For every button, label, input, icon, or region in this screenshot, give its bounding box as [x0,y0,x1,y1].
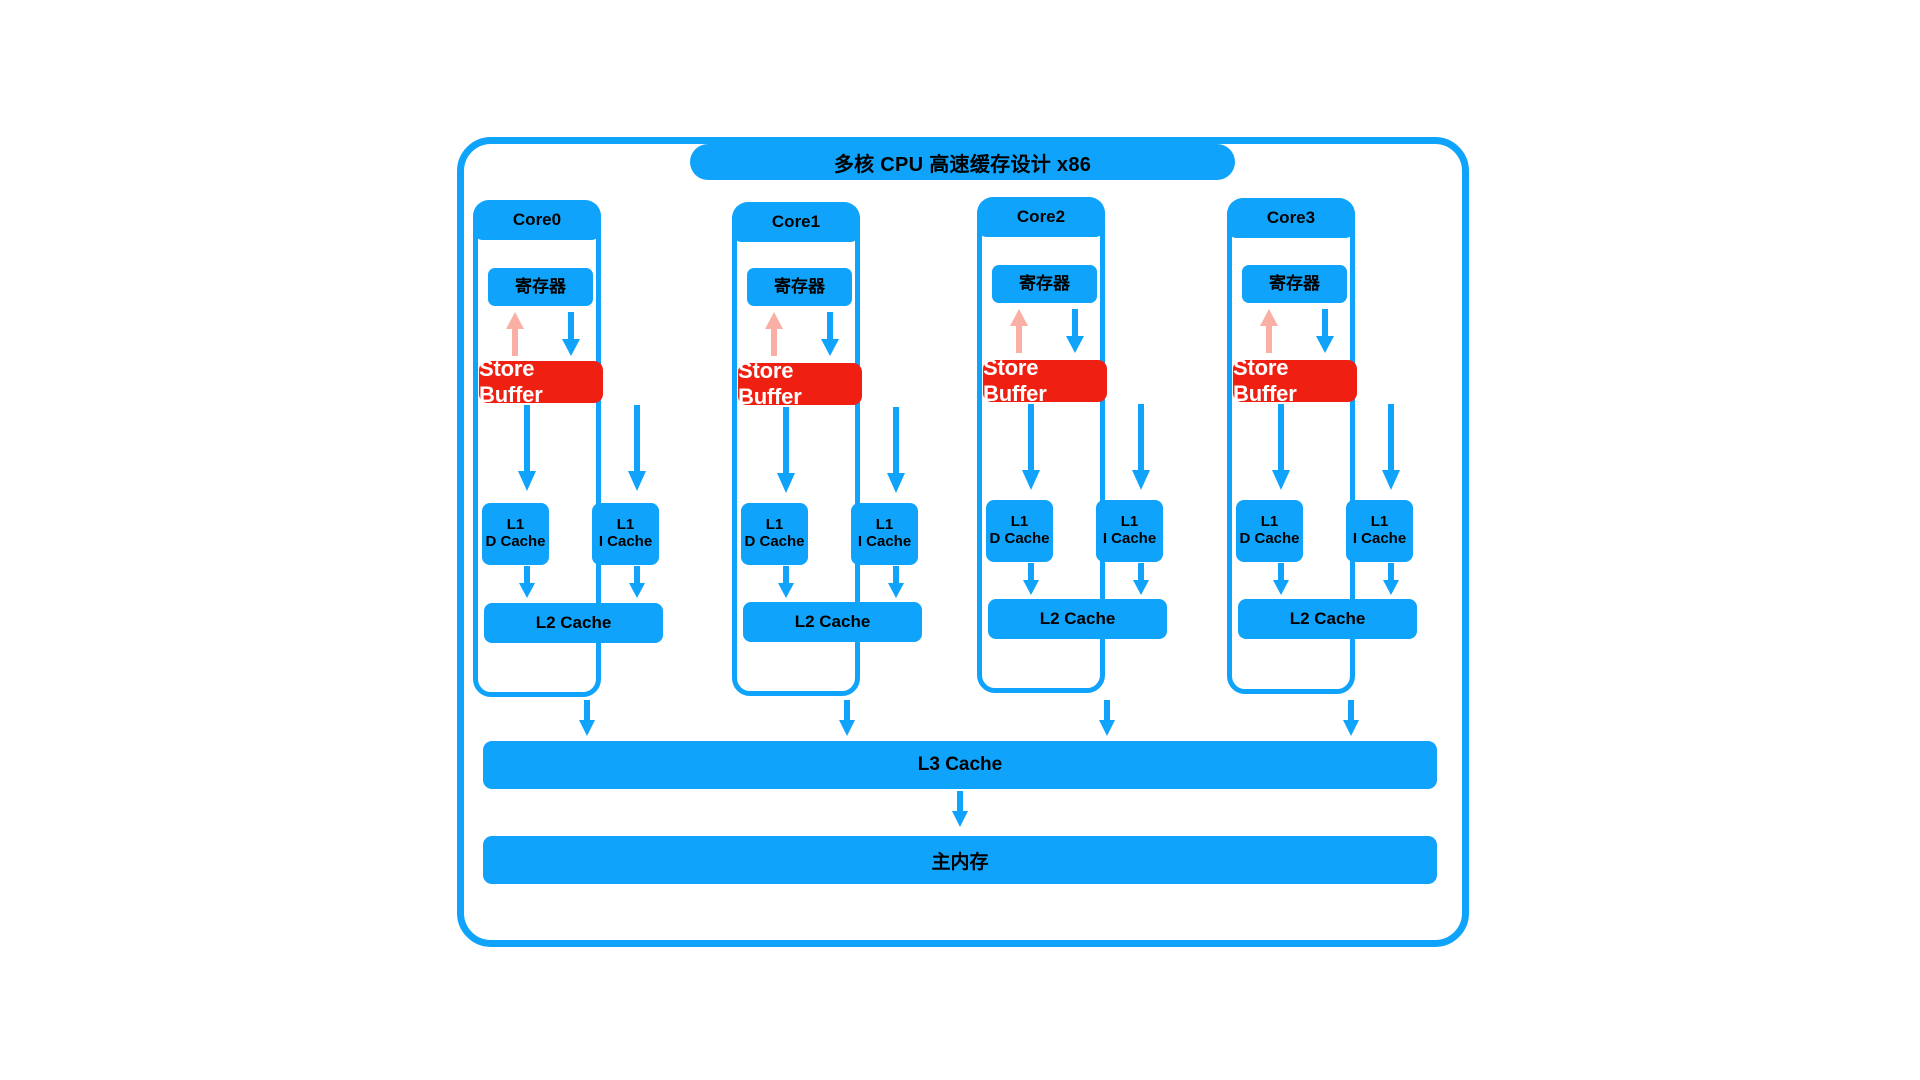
l1-i-cache-core0-line2: I Cache [598,533,653,550]
l2-cache-core3[interactable]: L2 Cache [1238,599,1417,639]
l1-d-cache-core1-line2: D Cache [744,533,805,550]
register-block-core1[interactable]: 寄存器 [747,268,852,306]
l1-i-cache-core1-line2: I Cache [857,533,912,550]
l1-d-cache-core0[interactable]: L1 D Cache [482,503,549,565]
l3-cache-block[interactable]: L3 Cache [483,741,1437,789]
l1-i-cache-core2[interactable]: L1 I Cache [1096,500,1163,562]
store-buffer-core1[interactable]: Store Buffer [738,358,862,409]
l1-i-cache-core1-line1: L1 [875,516,894,534]
register-block-core0[interactable]: 寄存器 [488,268,593,306]
l1-d-cache-core0-line2: D Cache [485,533,546,550]
l1-i-cache-core3[interactable]: L1 I Cache [1346,500,1413,562]
store-buffer-core3[interactable]: Store Buffer [1233,355,1357,406]
l1-i-cache-core3-line1: L1 [1370,513,1389,531]
store-buffer-core2[interactable]: Store Buffer [983,355,1107,406]
l2-cache-core0[interactable]: L2 Cache [484,603,663,643]
l1-d-cache-core1-line1: L1 [765,516,784,534]
l1-d-cache-core3[interactable]: L1 D Cache [1236,500,1303,562]
main-memory-block[interactable]: 主内存 [483,836,1437,884]
l1-i-cache-core1[interactable]: L1 I Cache [851,503,918,565]
l2-cache-core1[interactable]: L2 Cache [743,602,922,642]
register-block-core3[interactable]: 寄存器 [1242,265,1347,303]
l1-i-cache-core0[interactable]: L1 I Cache [592,503,659,565]
l1-i-cache-core2-line1: L1 [1120,513,1139,531]
l1-i-cache-core0-line1: L1 [616,516,635,534]
core-header-core1: Core1 [732,202,860,242]
l1-d-cache-core3-line1: L1 [1260,513,1279,531]
core-header-core3: Core3 [1227,198,1355,238]
l1-i-cache-core3-line2: I Cache [1352,530,1407,547]
store-buffer-core0[interactable]: Store Buffer [479,356,603,407]
l1-d-cache-core0-line1: L1 [506,516,525,534]
l2-cache-core2[interactable]: L2 Cache [988,599,1167,639]
l1-d-cache-core2-line2: D Cache [989,530,1050,547]
core-header-core2: Core2 [977,197,1105,237]
l1-d-cache-core3-line2: D Cache [1239,530,1300,547]
l1-d-cache-core2[interactable]: L1 D Cache [986,500,1053,562]
diagram-title: 多核 CPU 高速缓存设计 x86 [690,144,1235,180]
core-header-core0: Core0 [473,200,601,240]
l1-d-cache-core2-line1: L1 [1010,513,1029,531]
l1-i-cache-core2-line2: I Cache [1102,530,1157,547]
register-block-core2[interactable]: 寄存器 [992,265,1097,303]
l1-d-cache-core1[interactable]: L1 D Cache [741,503,808,565]
